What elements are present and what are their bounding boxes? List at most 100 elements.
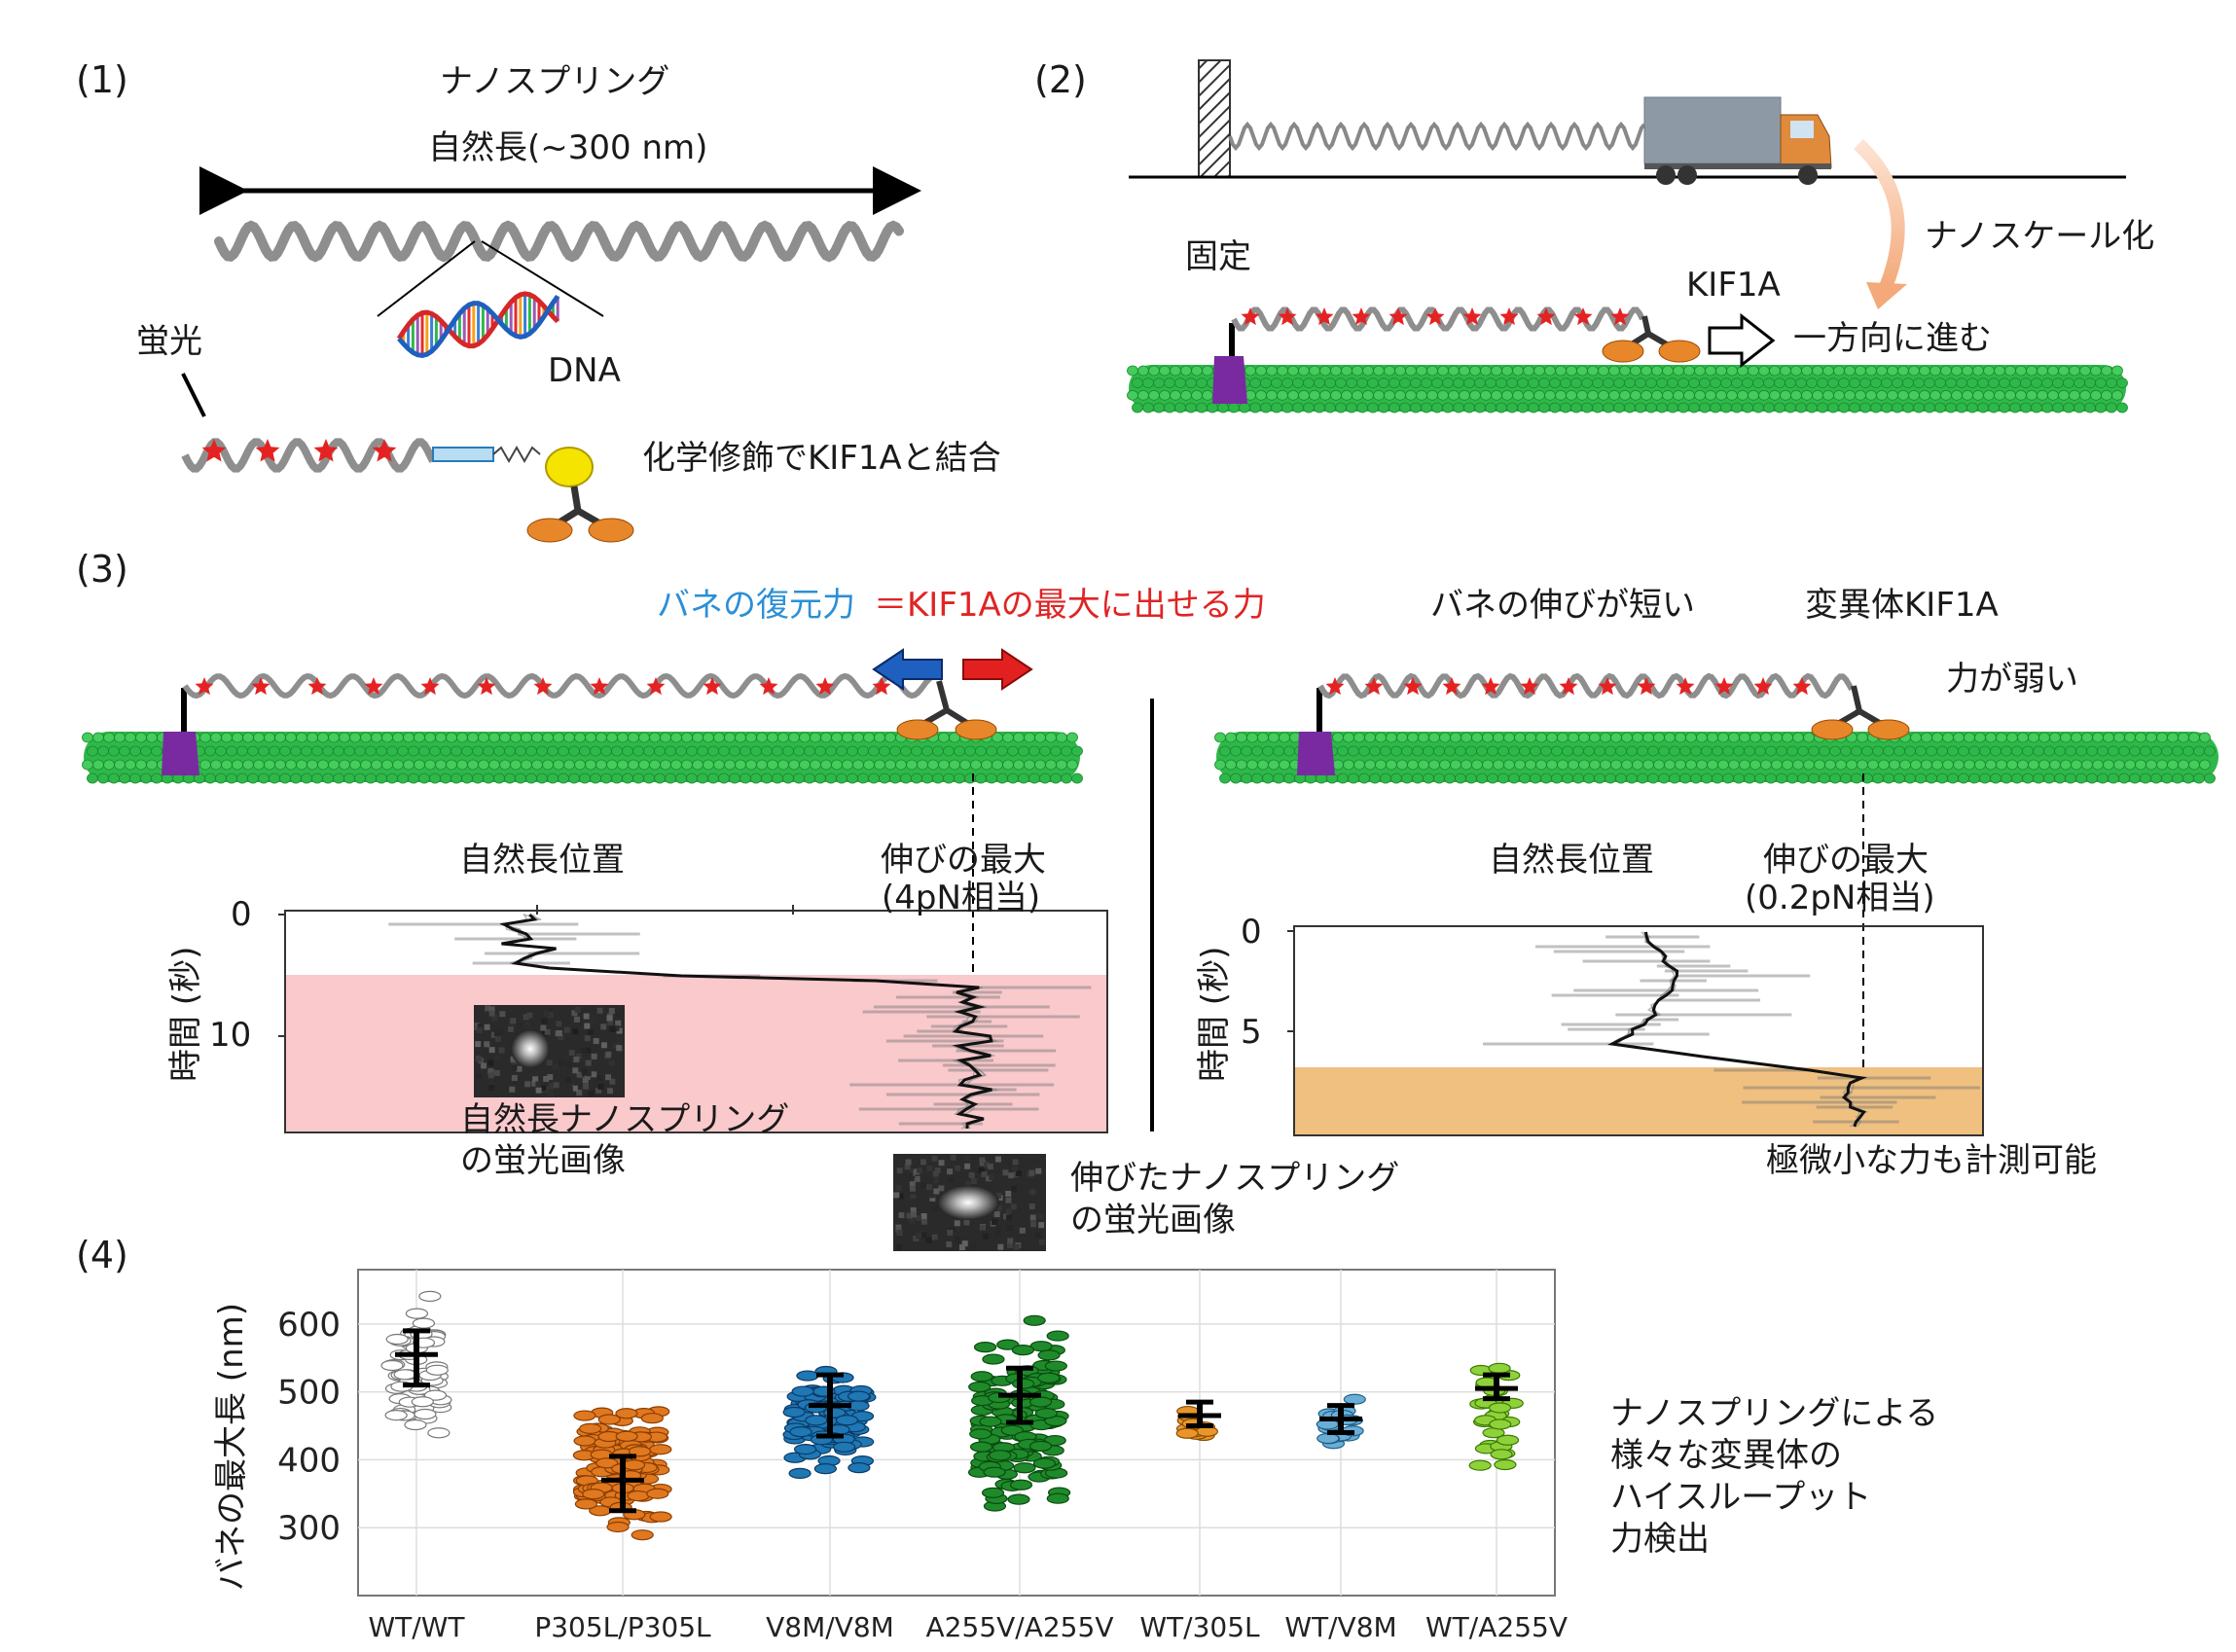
xtick-label: WT/A255V <box>1425 1611 1568 1643</box>
kymograph-left <box>278 905 1108 1133</box>
tiny-force-label: 極微小な力も計測可能 <box>1766 1141 2097 1180</box>
side-note-2: 様々な変異体の <box>1610 1436 1842 1475</box>
xtick-label: V8M/V8M <box>766 1611 894 1643</box>
data-point <box>646 1488 669 1499</box>
panel3-number: (3) <box>76 548 128 591</box>
scale-arrow <box>1854 138 1905 290</box>
data-point <box>791 1385 814 1397</box>
fluor-star <box>420 677 440 696</box>
nanospring-title: ナノスプリング <box>440 62 670 101</box>
xtick-label: WT/305L <box>1139 1611 1260 1643</box>
fluor-spot-stretched <box>937 1185 999 1220</box>
natural-image-caption-1: 自然長ナノスプリング <box>460 1100 790 1139</box>
fluor-star <box>1388 307 1408 326</box>
data-point <box>979 1416 1002 1427</box>
data-point <box>579 1422 602 1434</box>
plot-area <box>357 1269 1556 1597</box>
data-point <box>788 1467 811 1479</box>
data-point <box>833 1441 856 1453</box>
scale-arrow-head <box>1866 282 1907 309</box>
microtubule-3a <box>82 732 1083 784</box>
data-point <box>794 1443 817 1455</box>
fluor-star <box>1753 677 1773 696</box>
data-point <box>582 1489 605 1500</box>
kif1a-motor <box>526 485 634 543</box>
natural-image-caption-2: の蛍光画像 <box>460 1141 626 1180</box>
max-stretch-right: 伸びの最大 <box>1763 841 1929 880</box>
series-WT/A255V <box>1468 1362 1524 1471</box>
fluor-star <box>646 677 666 696</box>
data-point <box>606 1521 630 1533</box>
fluor-star <box>372 439 397 462</box>
data-point <box>595 1457 619 1469</box>
data-point <box>1494 1458 1517 1471</box>
direction-arrow <box>1708 312 1776 369</box>
wall <box>1198 59 1231 178</box>
data-point <box>970 1371 993 1383</box>
kif1a-motor-2 <box>1602 315 1701 363</box>
linker <box>432 447 494 462</box>
data-point <box>1044 1360 1067 1372</box>
data-point <box>1488 1402 1512 1414</box>
side-note-3: ハイスループット <box>1610 1478 1872 1517</box>
data-point <box>649 1444 672 1455</box>
fixed-label: 固定 <box>1185 237 1251 276</box>
panel1-graphics <box>181 166 921 543</box>
kymograph-right <box>1287 925 1984 1136</box>
fluor-star <box>590 677 609 696</box>
series-A255V/A255V <box>967 1314 1071 1512</box>
data-point <box>1007 1493 1030 1505</box>
ylabel-left: 時間 (秒) <box>166 946 205 1082</box>
data-point <box>1488 1362 1511 1374</box>
microtubule-3b <box>1214 732 2218 784</box>
data-point <box>385 1333 409 1346</box>
data-point <box>981 1487 1005 1498</box>
xtick-label: A255V/A255V <box>926 1611 1114 1643</box>
zoom-line-right <box>481 240 604 317</box>
fluor-star <box>1536 307 1556 326</box>
fluor-star <box>1499 307 1519 326</box>
anchor-3b <box>1297 688 1335 775</box>
fluor-spot-natural <box>511 1029 550 1068</box>
fluor-star <box>1598 677 1617 696</box>
fluor-star <box>1364 677 1384 696</box>
xtick-label: P305L/P305L <box>534 1611 711 1643</box>
series-WT/WT <box>380 1290 452 1439</box>
data-point <box>573 1410 596 1421</box>
data-point <box>574 1498 597 1510</box>
series-WT/V8M <box>1316 1393 1366 1450</box>
data-point <box>1009 1479 1033 1490</box>
data-point <box>573 1435 596 1447</box>
direction-label: 一方向に進む <box>1793 319 1992 358</box>
ytick-left-0: 0 <box>231 895 252 934</box>
data-point <box>425 1364 449 1376</box>
fluor-star <box>195 677 214 696</box>
chem-mod-label: 化学修飾でKIF1Aと結合 <box>642 439 1001 478</box>
truck <box>1643 96 1832 185</box>
linker-chain <box>492 445 541 464</box>
data-point <box>405 1308 429 1319</box>
max-force-left: (4pN相当) <box>882 879 1041 917</box>
fluor-star <box>703 677 722 696</box>
natural-length-label: 自然長(~300 nm) <box>428 128 708 167</box>
ytick-left-10: 10 <box>209 1016 252 1055</box>
data-point <box>393 1369 416 1381</box>
panel2-graphics <box>1127 59 2128 413</box>
data-point <box>427 1427 451 1439</box>
fluor-star <box>1559 677 1578 696</box>
data-point <box>1496 1434 1520 1446</box>
data-point <box>805 1415 828 1426</box>
data-point <box>996 1339 1020 1350</box>
anchor-3a <box>162 688 199 775</box>
nanospring-small <box>181 438 437 473</box>
data-point <box>789 1426 812 1438</box>
max-stretch-left: 伸びの最大 <box>881 841 1046 880</box>
fluor-star <box>1792 677 1812 696</box>
kymo-right-traces <box>1482 931 1980 1128</box>
kif1a-motor-3b <box>1811 685 1910 740</box>
data-point <box>969 1441 993 1453</box>
ytick-label: 500 <box>277 1374 341 1413</box>
fluor-star <box>1676 677 1695 696</box>
